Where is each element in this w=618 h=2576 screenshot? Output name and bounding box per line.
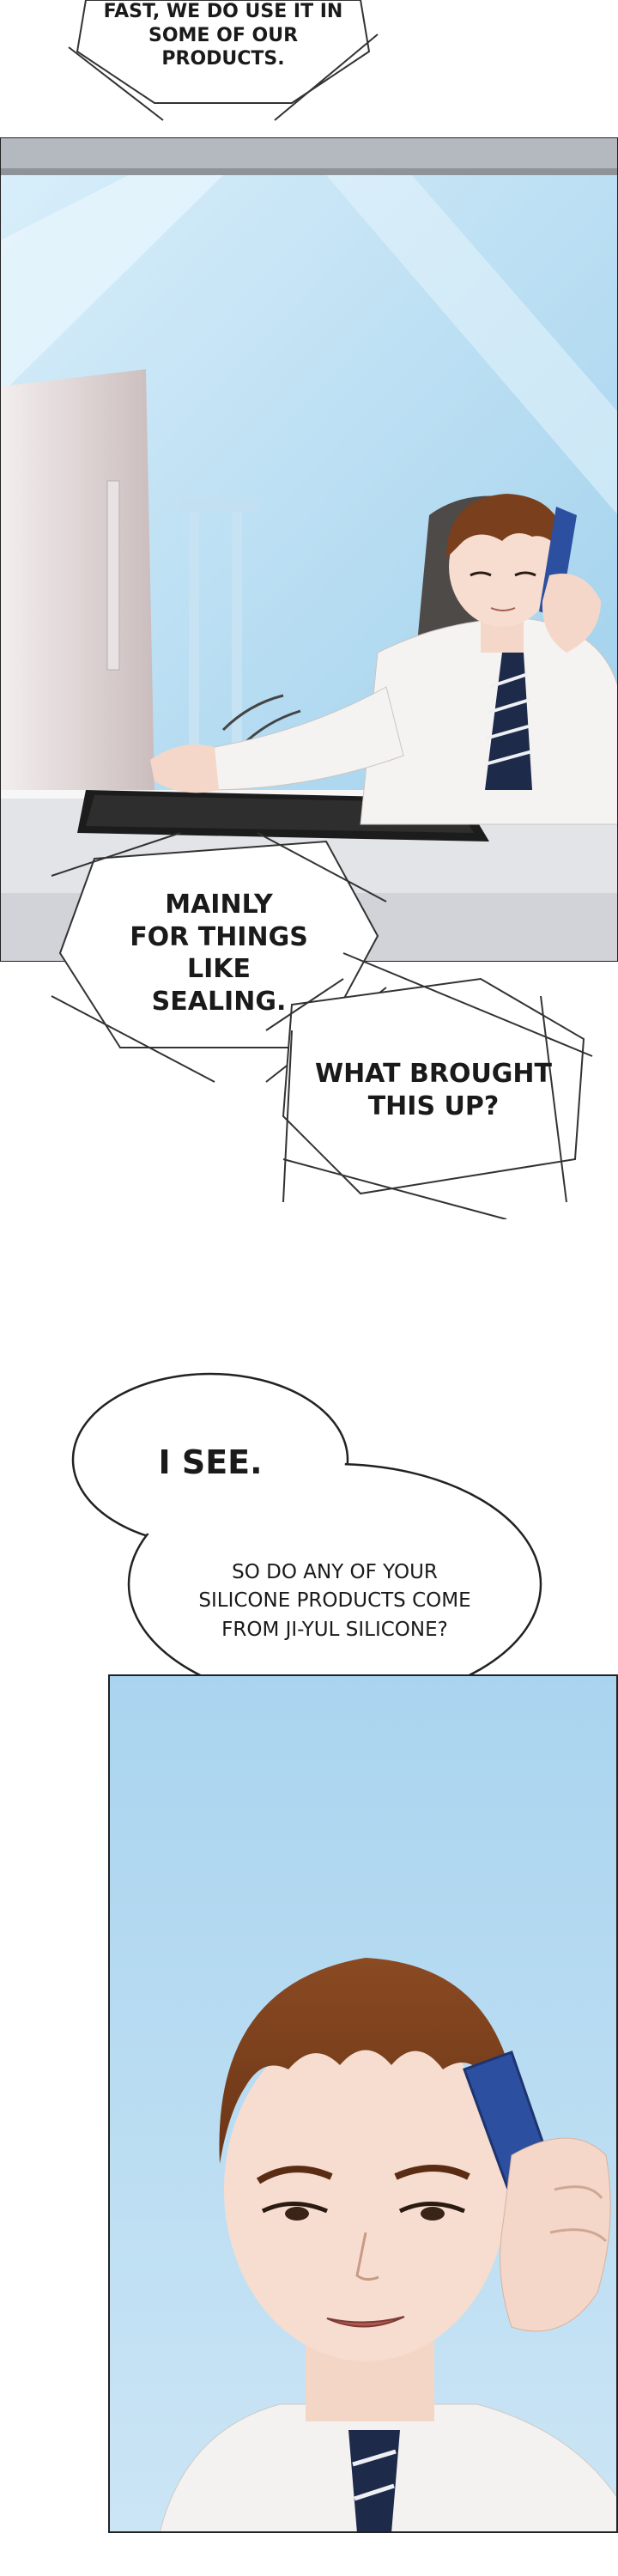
top-caption-text: FAST, WE DO USE IT IN SOME OF OUR PRODUC…	[86, 0, 360, 71]
sealing-line3: SEALING.	[151, 986, 287, 1017]
sealing-caption-text: MAINLY FOR THINGS LIKE SEALING.	[94, 889, 343, 1018]
bubble-line1: I SEE.	[158, 1443, 263, 1481]
top-caption-line1: FAST, WE DO USE IT IN	[103, 1, 343, 22]
caption-frame	[265, 952, 593, 1219]
brought-line1: WHAT BROUGHT	[314, 1059, 553, 1089]
bubble-line2: SO DO ANY OF YOUR	[232, 1561, 438, 1583]
brought-caption-text: WHAT BROUGHT THIS UP?	[309, 1058, 558, 1122]
closeup-scene	[108, 1674, 618, 2533]
bubble-line3: SILICONE PRODUCTS COME	[198, 1589, 471, 1613]
speech-bubble: I SEE. SO DO ANY OF YOUR SILICONE PRODUC…	[60, 1365, 575, 1769]
top-caption-box: FAST, WE DO USE IT IN SOME OF OUR PRODUC…	[60, 0, 386, 129]
brought-line2: THIS UP?	[367, 1091, 500, 1121]
closeup-panel	[108, 1674, 618, 2533]
top-caption-line2: SOME OF OUR PRODUCTS.	[148, 24, 299, 70]
sealing-line2: FOR THINGS LIKE	[130, 921, 308, 985]
bubble-body: SO DO ANY OF YOUR SILICONE PRODUCTS COME…	[172, 1558, 498, 1644]
sealing-line1: MAINLY	[165, 890, 273, 920]
brought-caption-box: WHAT BROUGHT THIS UP?	[258, 945, 609, 1219]
speech-bubble-shape	[71, 1372, 542, 1769]
bubble-line4: FROM JI-YUL SILICONE?	[221, 1618, 448, 1641]
caption-frame	[68, 0, 379, 121]
